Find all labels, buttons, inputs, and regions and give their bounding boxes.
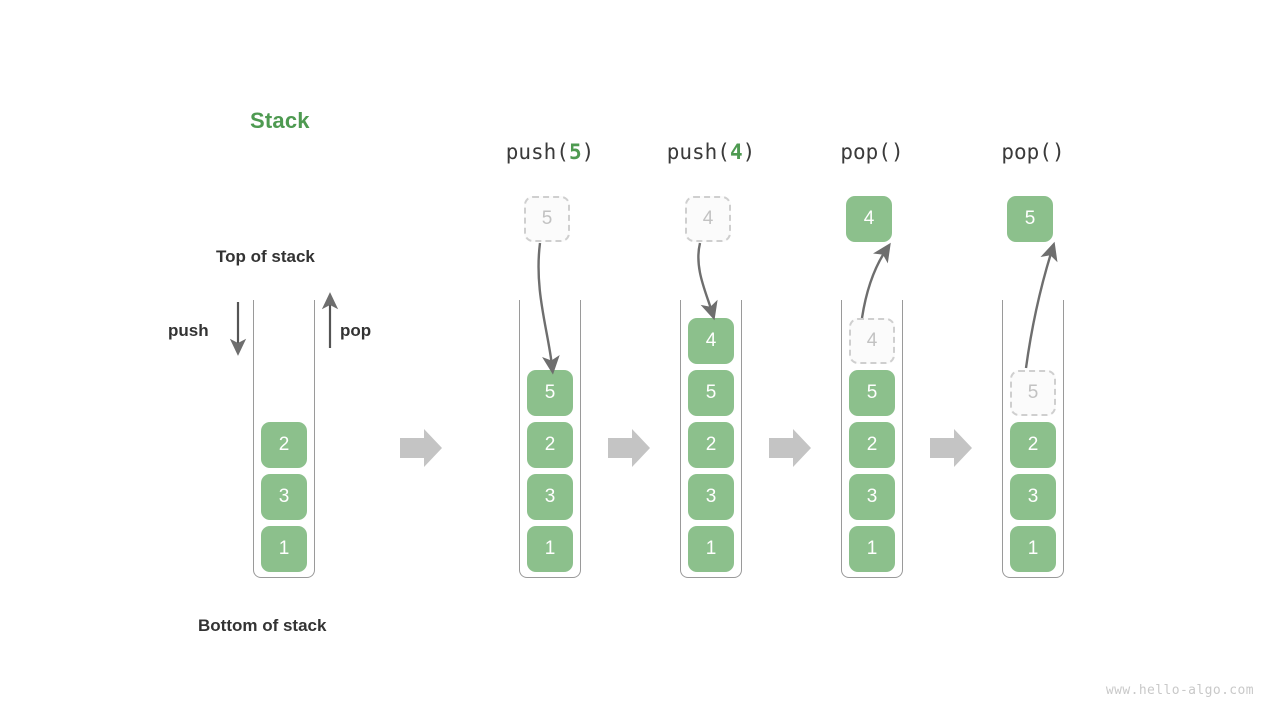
stack-cell: 1: [1010, 526, 1056, 572]
element-value: 4: [702, 208, 714, 229]
operation-header: push(5): [450, 140, 650, 164]
stack-cell-value: 5: [866, 382, 878, 403]
stack-cell-value: 1: [866, 538, 878, 559]
stack-container-frame: [1002, 300, 1064, 578]
stack-cell: 3: [261, 474, 307, 520]
stack-cell-value: 3: [705, 486, 717, 507]
operation-name: pop(: [840, 140, 891, 164]
stack-cell: 1: [527, 526, 573, 572]
stack-container-frame: [841, 300, 903, 578]
label-top-of-stack: Top of stack: [216, 247, 315, 266]
operation-paren: ): [890, 140, 904, 164]
stack-cell: 3: [849, 474, 895, 520]
label-pop: pop: [340, 321, 372, 340]
stack-cell-placeholder: 4: [849, 318, 895, 364]
stack-cell-value: 4: [705, 330, 717, 351]
element-value: 5: [1024, 208, 1036, 229]
stack-cell-value: 2: [1027, 434, 1039, 455]
stack-cell-value: 1: [278, 538, 290, 559]
operation-header: pop(): [933, 140, 1133, 164]
stack-cell: 2: [688, 422, 734, 468]
stack-cell: 2: [527, 422, 573, 468]
stack-cell-value: 2: [705, 434, 717, 455]
label-push: push: [168, 321, 209, 340]
operation-header: push(4): [611, 140, 811, 164]
incoming-element: 4: [685, 196, 731, 242]
stack-cell: 3: [527, 474, 573, 520]
stack-cell-value: 2: [866, 434, 878, 455]
operation-name: pop(: [1001, 140, 1052, 164]
stack-cell: 2: [261, 422, 307, 468]
page-title: Stack: [250, 108, 310, 133]
stack-container-frame: [680, 300, 742, 578]
operation-argument: 5: [568, 140, 582, 164]
stack-cell: 2: [1010, 422, 1056, 468]
stack-cell: 3: [1010, 474, 1056, 520]
stack-cell-value: 2: [544, 434, 556, 455]
element-value: 4: [863, 208, 875, 229]
stack-cell-value: 5: [1027, 382, 1039, 403]
step-separator-arrow: [400, 429, 442, 467]
stack-cell-value: 3: [866, 486, 878, 507]
operation-header: pop(): [772, 140, 972, 164]
stack-container-frame: [519, 300, 581, 578]
stack-cell: 5: [688, 370, 734, 416]
stack-cell: 5: [527, 370, 573, 416]
stack-cell: 1: [688, 526, 734, 572]
stack-cell-value: 1: [1027, 538, 1039, 559]
operation-name: push(: [666, 140, 730, 164]
stack-cell: 3: [688, 474, 734, 520]
stack-cell-value: 3: [544, 486, 556, 507]
stack-cell: 1: [849, 526, 895, 572]
stack-cell: 5: [849, 370, 895, 416]
stack-cell-value: 3: [278, 486, 290, 507]
stack-container-frame: [253, 300, 315, 578]
operation-name: push(: [505, 140, 569, 164]
watermark: www.hello-algo.com: [1105, 683, 1254, 698]
operation-paren: ): [742, 140, 756, 164]
step-separator-arrow: [930, 429, 972, 467]
stack-cell-value: 5: [544, 382, 556, 403]
stack-cell: 4: [688, 318, 734, 364]
operation-argument: 4: [729, 140, 743, 164]
popped-element: 4: [846, 196, 892, 242]
stack-cell-placeholder: 5: [1010, 370, 1056, 416]
stack-cell-value: 1: [705, 538, 717, 559]
stack-cell: 2: [849, 422, 895, 468]
stack-cell-value: 1: [544, 538, 556, 559]
stack-cell-value: 2: [278, 434, 290, 455]
operation-paren: ): [581, 140, 595, 164]
step-separator-arrow: [608, 429, 650, 467]
incoming-element: 5: [524, 196, 570, 242]
element-value: 5: [541, 208, 553, 229]
label-bottom-of-stack: Bottom of stack: [198, 616, 327, 635]
popped-element: 5: [1007, 196, 1053, 242]
stack-cell-value: 4: [866, 330, 878, 351]
stack-cell: 1: [261, 526, 307, 572]
operation-paren: ): [1051, 140, 1065, 164]
stack-cell-value: 3: [1027, 486, 1039, 507]
stack-cell-value: 5: [705, 382, 717, 403]
step-separator-arrow: [769, 429, 811, 467]
